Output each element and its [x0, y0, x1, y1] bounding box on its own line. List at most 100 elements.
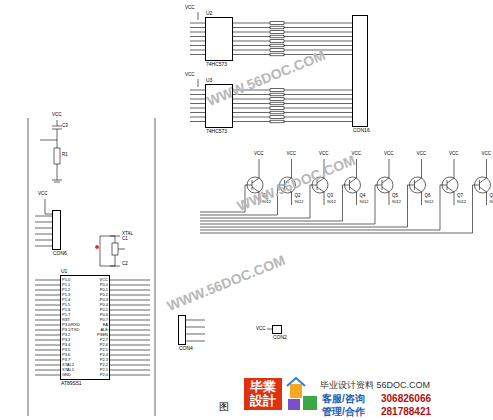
wire: [486, 192, 487, 205]
resistor-symbol: [270, 53, 284, 56]
pin-wire: [233, 99, 270, 100]
pin-name: P0.1: [100, 288, 108, 292]
wire: [389, 159, 390, 178]
wire: [200, 233, 473, 234]
pin-name: P0.2: [100, 293, 108, 297]
wire: [440, 185, 441, 230]
pin-wire: [35, 280, 60, 281]
pin-wire: [186, 320, 205, 321]
logo-block: [244, 378, 282, 410]
pin-name: P2.4: [100, 353, 108, 357]
pin-wire: [110, 310, 150, 311]
wire: [310, 185, 317, 186]
pin-wire: [284, 112, 352, 113]
pin-wire: [284, 27, 352, 28]
pin-name: P2.7: [100, 338, 108, 342]
wire: [200, 215, 278, 216]
part-designator: C2: [122, 262, 128, 267]
pin-wire: [284, 45, 352, 46]
wire: [198, 79, 199, 87]
wire: [252, 178, 259, 183]
pin-wire: [190, 108, 205, 109]
power-label: VCC: [52, 113, 62, 118]
wire: [382, 187, 389, 192]
pin-wire: [186, 327, 205, 328]
pin-wire: [35, 234, 52, 235]
pin-wire: [233, 54, 270, 55]
wire: [415, 178, 422, 183]
pin-wire: [190, 99, 205, 100]
pin-wire: [35, 350, 60, 351]
pin-wire: [190, 103, 205, 104]
part-value: 9012: [457, 200, 466, 204]
wire: [310, 185, 311, 218]
power-label: VCC: [185, 73, 195, 78]
power-label: VCC: [319, 152, 329, 157]
contact-number: 281788421: [381, 407, 431, 417]
part-value: 9012: [360, 200, 369, 204]
capacitor-symbol: [52, 126, 62, 127]
pin-name: P2.6: [100, 343, 108, 347]
part-name: CON4: [179, 346, 193, 351]
pin-wire: [190, 90, 205, 91]
contact-label: 客服/咨询: [322, 394, 365, 404]
pin-name: RST: [62, 318, 70, 322]
pin-wire: [35, 216, 52, 217]
wire: [375, 185, 376, 224]
pin-wire: [190, 54, 205, 55]
wire: [259, 159, 260, 178]
part-name: CON6: [53, 251, 67, 256]
pin-wire: [35, 345, 60, 346]
resistor-symbol: [270, 31, 284, 34]
caption-mark: 图: [219, 402, 229, 412]
wire: [415, 187, 422, 192]
pin-name: P3.4: [62, 343, 70, 347]
ground-symbol: [54, 182, 60, 183]
wire: [200, 224, 375, 225]
part-name: 74HC573: [206, 62, 227, 67]
pin-name: P2.2: [100, 363, 108, 367]
wire: [100, 236, 115, 237]
pin-wire: [35, 310, 60, 311]
pin-wire: [110, 350, 150, 351]
wire: [40, 140, 57, 141]
pin-wire: [110, 370, 150, 371]
pin-wire: [35, 240, 52, 241]
wire: [356, 192, 357, 205]
wire: [389, 192, 390, 205]
wire: [440, 185, 447, 186]
pin-wire: [284, 23, 352, 24]
part-name: AT89S51: [61, 381, 81, 386]
wire: [350, 187, 357, 192]
part-designator: R1: [62, 153, 68, 158]
pin-wire: [35, 355, 60, 356]
pin-name: P3.3: [62, 338, 70, 342]
pin-name: P3.6: [62, 353, 70, 357]
resistor-symbol: [270, 89, 284, 92]
pin-wire: [284, 117, 352, 118]
pin-wire: [190, 45, 205, 46]
wire: [342, 185, 343, 221]
wire: [454, 192, 455, 205]
pin-wire: [233, 36, 270, 37]
pin-name: P3.5: [62, 348, 70, 352]
resistor-symbol: [270, 22, 284, 25]
pin-wire: [284, 36, 352, 37]
wire: [382, 178, 389, 183]
pin-name: P3.1/TXD: [62, 328, 79, 332]
ground-mark: [95, 245, 98, 248]
power-label: VCC: [256, 327, 266, 332]
wire: [200, 212, 245, 213]
wire: [45, 214, 52, 215]
wire: [421, 159, 422, 178]
pin-name: P0.3: [100, 298, 108, 302]
part-name: CON2: [273, 335, 287, 340]
pin-wire: [284, 103, 352, 104]
wire: [447, 187, 454, 192]
wire: [486, 159, 487, 178]
pin-name: P1.1: [62, 283, 70, 287]
ic-chip: U374HC573: [205, 84, 233, 128]
frame-line: [155, 118, 156, 416]
resistor-symbol: [270, 120, 284, 123]
pin-wire: [35, 365, 60, 366]
